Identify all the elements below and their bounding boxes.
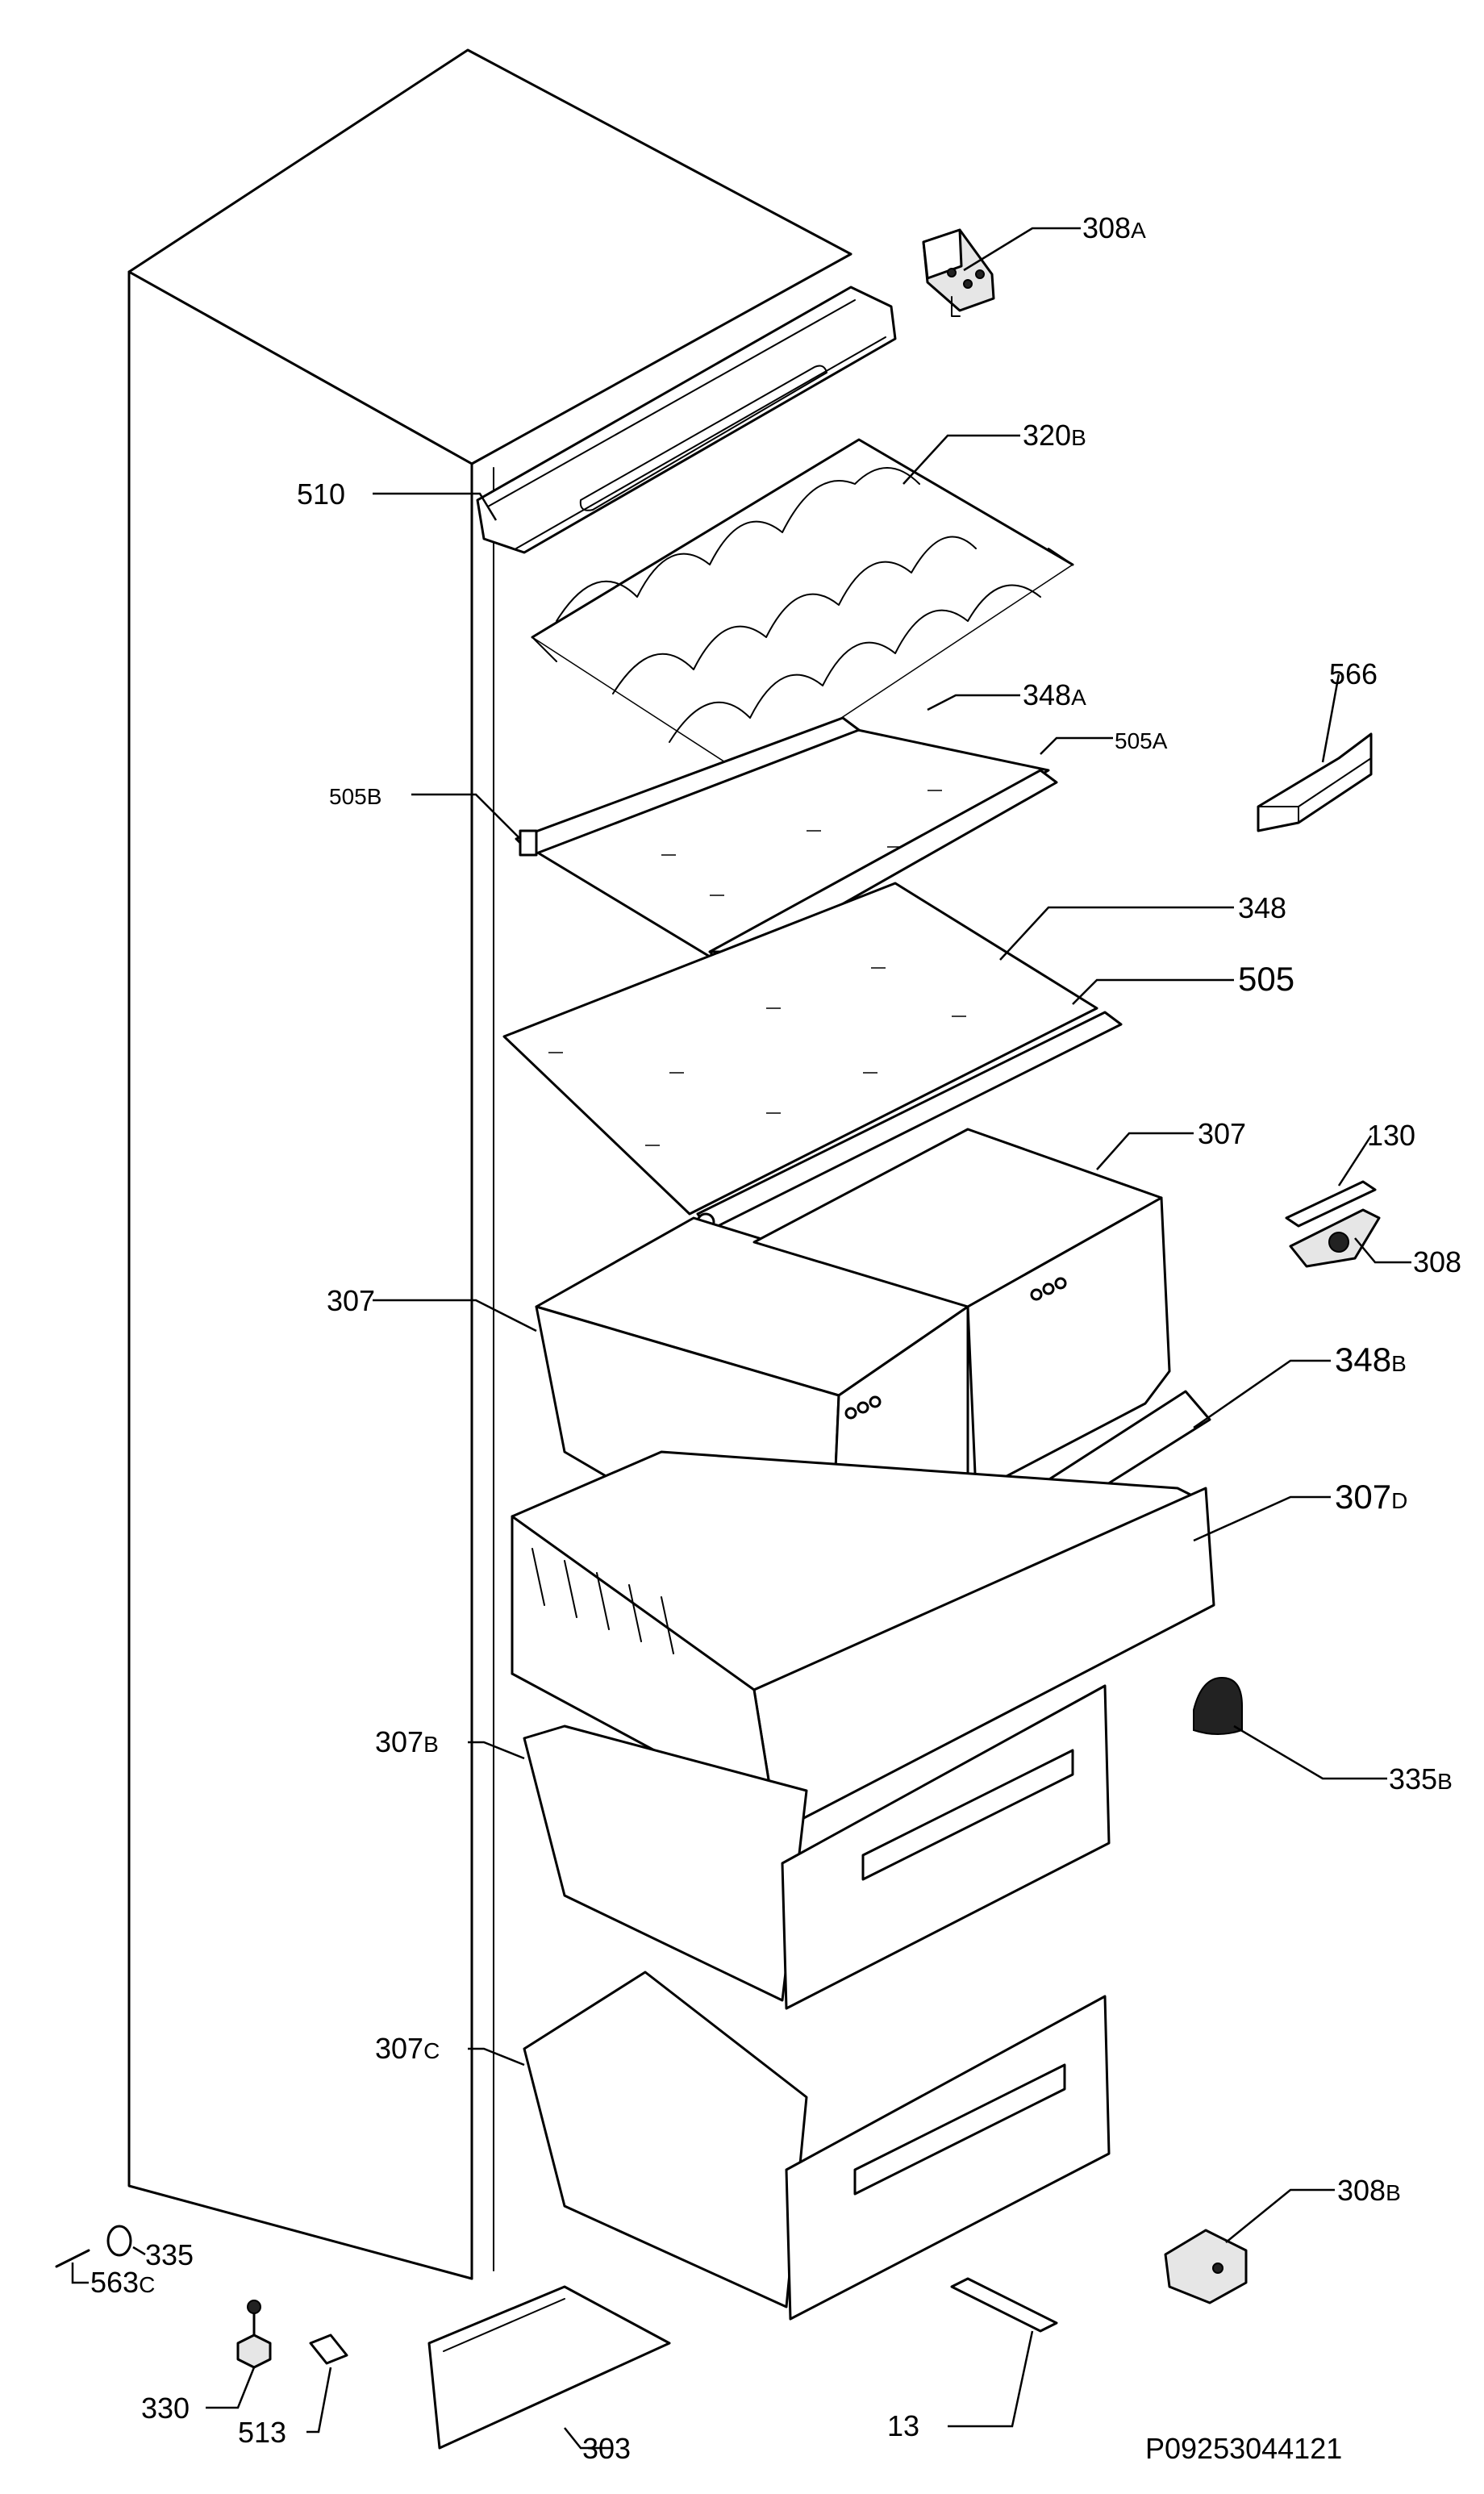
label-307b: 307B [375, 1725, 439, 1758]
cabinet-body [127, 48, 852, 2280]
part-308a-top-hinge [922, 228, 995, 317]
label-505b: 505B [329, 784, 381, 809]
label-566: 566 [1329, 657, 1378, 690]
label-320b: 320B [1023, 419, 1086, 452]
label-307-left: 307 [327, 1284, 375, 1317]
label-303: 303 [582, 2432, 631, 2465]
part-308b-bottom-hinge [1164, 2229, 1248, 2304]
part-348-glass-shelf [502, 882, 1098, 1216]
label-505: 505 [1238, 960, 1294, 998]
label-348b: 348B [1335, 1341, 1407, 1378]
label-307d: 307D [1335, 1478, 1407, 1516]
part-13-rail [950, 2277, 1058, 2333]
part-307d-drawer-frame [511, 1450, 1215, 1825]
part-563c-pin [55, 2249, 90, 2268]
part-307c-freezer-drawer [523, 1971, 1111, 2321]
part-308-middle-hinge [1289, 1208, 1381, 1268]
part-335b [1193, 1676, 1243, 1735]
part-307-right-crisper [752, 1128, 1171, 1494]
label-308a: 308A [1082, 211, 1146, 244]
label-307c: 307C [375, 2032, 440, 2065]
label-335b: 335B [1389, 1762, 1453, 1795]
part-307b-freezer-drawer [523, 1684, 1111, 2010]
part-303-kick-plate [427, 2285, 671, 2450]
label-13: 13 [887, 2409, 919, 2442]
part-513-clip [309, 2333, 348, 2365]
label-510: 510 [297, 478, 345, 511]
label-330: 330 [141, 2392, 190, 2425]
reference-code: P09253044121 [1145, 2432, 1342, 2465]
label-307-right: 307 [1198, 1117, 1246, 1150]
part-130-hinge-plate [1285, 1180, 1377, 1228]
part-566 [1257, 732, 1373, 832]
label-348a: 348A [1023, 678, 1086, 711]
part-510-top-handle [476, 286, 897, 554]
label-505a: 505A [1115, 728, 1168, 753]
leader-lines [71, 227, 1411, 2450]
label-563c: 563C [90, 2266, 155, 2299]
label-348: 348 [1238, 891, 1286, 924]
label-130: 130 [1367, 1119, 1415, 1152]
part-330-leveling-foot [236, 2300, 272, 2369]
label-308b: 308B [1337, 2174, 1401, 2207]
part-505b-shelf-trim [515, 716, 861, 857]
label-308: 308 [1413, 1245, 1461, 1278]
label-335: 335 [145, 2238, 194, 2271]
part-335-foot [106, 2225, 132, 2257]
callout-labels: 308A 320B 510 348A 505A 505B 566 348 505… [90, 211, 1461, 2465]
label-513: 513 [238, 2416, 286, 2449]
